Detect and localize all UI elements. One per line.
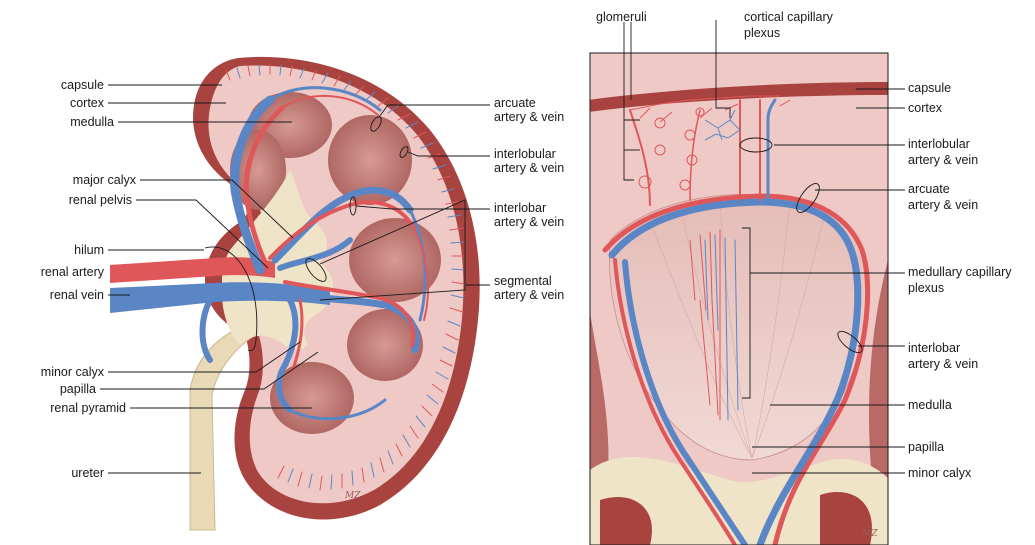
label-minor-calyx: minor calyx bbox=[41, 365, 105, 379]
label-interlobular-1: interlobular bbox=[494, 147, 556, 161]
label-capsule: capsule bbox=[61, 78, 104, 92]
label-r-medulla: medulla bbox=[908, 398, 952, 412]
label-r-minor-calyx: minor calyx bbox=[908, 466, 972, 480]
label-medulla: medulla bbox=[70, 115, 114, 129]
label-r-cortex: cortex bbox=[908, 101, 943, 115]
label-cortical-capillary-2: plexus bbox=[744, 26, 780, 40]
label-r-interlobular-2: artery & vein bbox=[908, 153, 978, 167]
label-cortex: cortex bbox=[70, 96, 105, 110]
kidney-illustration: MZ bbox=[110, 57, 480, 530]
label-hilum: hilum bbox=[74, 243, 104, 257]
label-r-interlobar-1: interlobar bbox=[908, 341, 960, 355]
artist-signature-right: MZ bbox=[861, 529, 878, 539]
label-ureter: ureter bbox=[71, 466, 104, 480]
label-renal-vein: renal vein bbox=[50, 288, 104, 302]
label-arcuate-2: artery & vein bbox=[494, 110, 564, 124]
label-r-arcuate-2: artery & vein bbox=[908, 198, 978, 212]
label-papilla: papilla bbox=[60, 382, 96, 396]
label-segmental-1: segmental bbox=[494, 274, 552, 288]
label-glomeruli: glomeruli bbox=[596, 10, 647, 24]
label-interlobar-2: artery & vein bbox=[494, 215, 564, 229]
artist-signature-left: MZ bbox=[344, 491, 361, 501]
label-renal-pelvis: renal pelvis bbox=[69, 193, 132, 207]
label-interlobular-2: artery & vein bbox=[494, 161, 564, 175]
label-r-interlobar-2: artery & vein bbox=[908, 357, 978, 371]
label-cortical-capillary-1: cortical capillary bbox=[744, 10, 834, 24]
label-medullary-capillary-1: medullary capillary bbox=[908, 265, 1012, 279]
label-renal-pyramid: renal pyramid bbox=[50, 401, 126, 415]
label-r-arcuate-1: arcuate bbox=[908, 182, 950, 196]
label-r-capsule: capsule bbox=[908, 81, 951, 95]
detail-illustration: MZ bbox=[588, 53, 890, 545]
label-medullary-capillary-2: plexus bbox=[908, 281, 944, 295]
label-major-calyx: major calyx bbox=[73, 173, 137, 187]
label-interlobar-1: interlobar bbox=[494, 201, 546, 215]
label-segmental-2: artery & vein bbox=[494, 288, 564, 302]
label-r-papilla: papilla bbox=[908, 440, 944, 454]
label-renal-artery: renal artery bbox=[41, 265, 105, 279]
label-r-interlobular-1: interlobular bbox=[908, 137, 970, 151]
label-arcuate-1: arcuate bbox=[494, 96, 536, 110]
